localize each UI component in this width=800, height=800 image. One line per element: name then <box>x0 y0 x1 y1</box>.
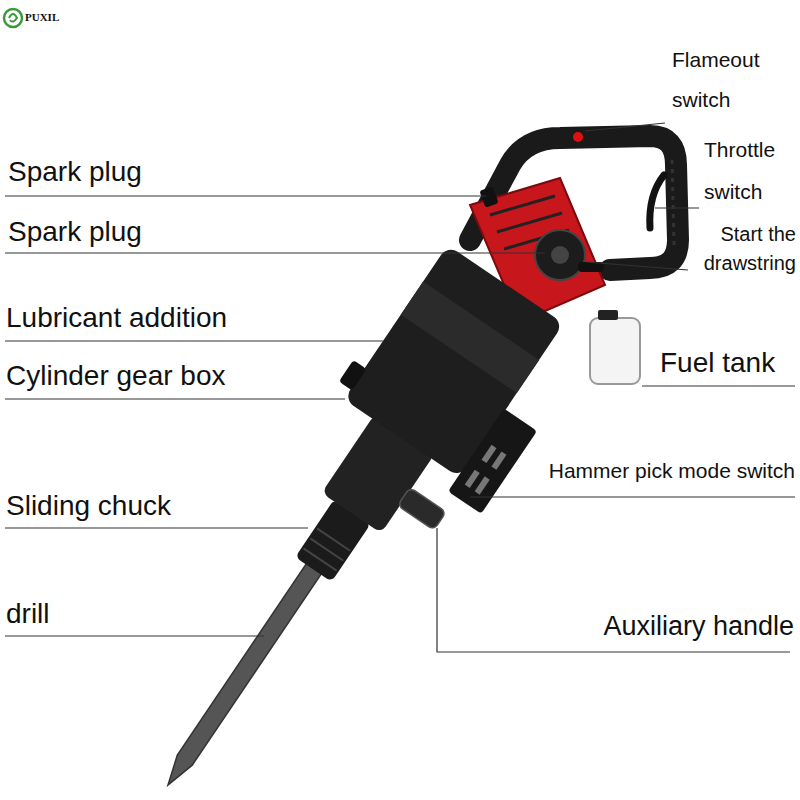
part-label: Auxiliary handle <box>603 611 794 642</box>
part-label: Sliding chuck <box>6 490 171 522</box>
leader-line <box>5 195 486 196</box>
starter-hub <box>551 246 569 264</box>
plate-slots <box>465 445 507 495</box>
chuck-ridges <box>304 528 351 570</box>
part-label: Start the drawstring <box>684 220 796 278</box>
leader-line <box>585 123 665 131</box>
fin <box>490 196 555 215</box>
part-label: Lubricant addition <box>6 302 227 334</box>
handle-grip <box>672 160 674 245</box>
watermark: PUXIL <box>25 11 59 24</box>
tank-cap <box>598 310 618 320</box>
leader-line <box>5 252 545 253</box>
leader-line <box>5 527 308 528</box>
part-label: Spark plug <box>8 216 142 248</box>
leader-line <box>5 398 345 399</box>
auxiliary-handle <box>397 487 446 530</box>
part-label: Cylinder gear box <box>6 360 225 392</box>
part-label: drill <box>6 598 50 630</box>
logo-swirl <box>9 14 17 22</box>
slot <box>465 470 480 488</box>
leader-line <box>586 262 688 270</box>
slot <box>475 476 490 494</box>
leader-line <box>642 385 795 386</box>
part-label: Flameout switch <box>672 40 776 120</box>
ridge <box>317 528 350 550</box>
slot <box>491 451 506 469</box>
gear-box <box>344 245 564 477</box>
leader-lines <box>5 123 795 652</box>
recoil-starter <box>535 230 585 280</box>
logo-mark <box>4 9 22 27</box>
mode-switch-plate <box>448 409 537 514</box>
oil-cap <box>339 360 367 391</box>
leader-line <box>470 496 795 497</box>
part-label: Hammer pick mode switch <box>549 459 795 483</box>
part-label: Spark plug <box>8 156 142 188</box>
leader-line <box>655 207 699 208</box>
drill-bit <box>161 556 327 790</box>
spark-plug-boot <box>479 186 498 208</box>
part-label: Fuel tank <box>660 347 775 379</box>
flameout-button <box>573 132 583 142</box>
gear-box-band <box>401 282 539 393</box>
slot <box>482 445 497 463</box>
fin <box>497 213 562 232</box>
part-label: Throttle switch <box>704 129 796 213</box>
leader-line <box>5 635 264 636</box>
throttle-lever <box>650 175 664 228</box>
fuel-tank <box>590 318 640 384</box>
leader-line <box>5 340 383 341</box>
